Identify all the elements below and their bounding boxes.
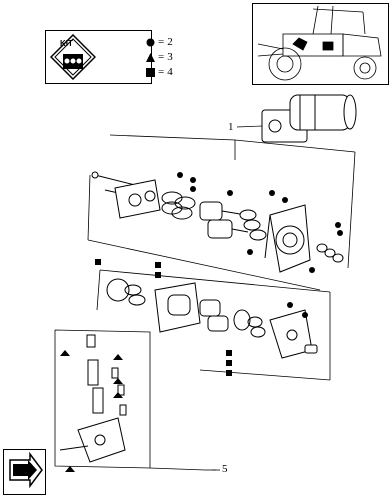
- legend-value-triangle: 3: [167, 51, 173, 63]
- tractor-inset-icon: [257, 5, 382, 81]
- circle-icon: [146, 38, 155, 46]
- next-page-button[interactable]: [3, 449, 46, 495]
- triangle-icon: [146, 52, 155, 62]
- callout-ref-1: 1: [228, 121, 234, 133]
- tractor-inset: [252, 3, 389, 85]
- legend-row-square: = 4: [146, 66, 173, 78]
- kit-legend-box: KIT = 2 = 3 = 4: [45, 30, 173, 84]
- legend-value-square: 4: [167, 66, 173, 78]
- kit-label: KIT: [60, 39, 73, 48]
- legend-row-circle: = 2: [146, 36, 173, 48]
- kit-emblem-icon: [50, 34, 96, 80]
- callout-ref-5: 5: [222, 463, 228, 475]
- square-icon: [146, 67, 155, 77]
- next-page-arrow-icon: [9, 451, 43, 489]
- legend-row-triangle: = 3: [146, 51, 173, 63]
- legend-value-circle: 2: [167, 36, 173, 48]
